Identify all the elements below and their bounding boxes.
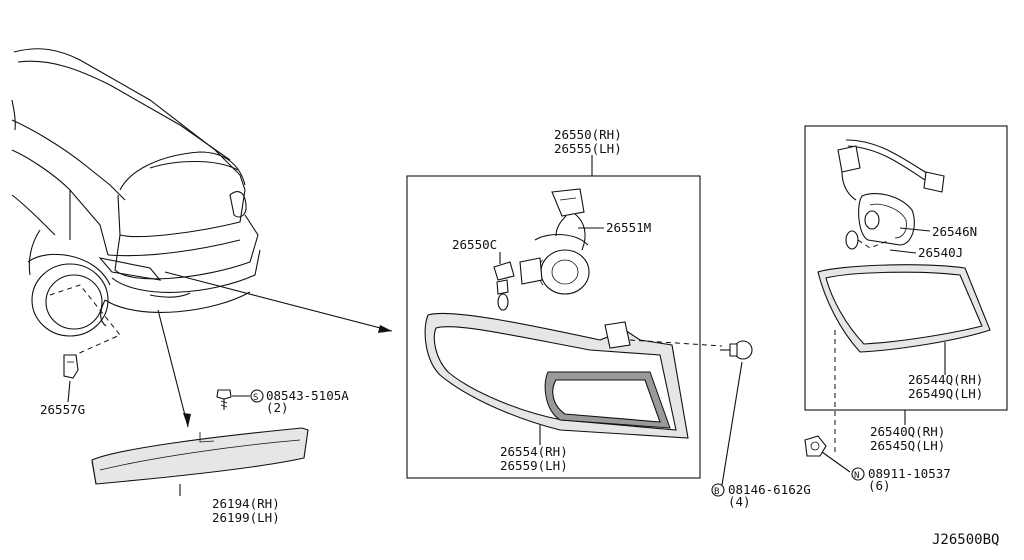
- prefix-circle-n: [851, 467, 865, 481]
- prefix-n: N: [854, 471, 859, 481]
- label-26546n: 26546N: [932, 224, 977, 239]
- part-26551m-socket: [519, 188, 590, 295]
- callout-arrows: [157, 271, 393, 428]
- high-mount-lamp-box: [804, 125, 1008, 411]
- part-26194-reflector: [91, 427, 309, 485]
- label-26550: 26550(RH): [554, 127, 622, 142]
- label-26551m: 26551M: [606, 220, 651, 235]
- label-26194: 26194(RH): [212, 496, 280, 511]
- label-26559: 26559(LH): [500, 458, 568, 473]
- qty-08911: (6): [868, 478, 891, 493]
- qty-08146: (4): [728, 494, 751, 509]
- part-26554-lens: [424, 312, 689, 439]
- part-26546n-harness: [837, 139, 945, 246]
- label-26549q: 26549Q(LH): [908, 386, 983, 401]
- part-26557g-clip: [63, 354, 79, 379]
- label-08543: 08543-5105A: [266, 388, 349, 403]
- part-08146-bolt: [720, 340, 753, 360]
- label-26550c: 26550C: [452, 237, 497, 252]
- part-08911-nut: [804, 435, 851, 473]
- prefix-circle-s: [250, 389, 264, 403]
- label-26199: 26199(LH): [212, 510, 280, 525]
- part-26544q-lens: [817, 264, 991, 353]
- label-26557g: 26557G: [40, 402, 85, 417]
- prefix-s: S: [253, 393, 258, 403]
- label-08911: 08911-10537: [868, 466, 951, 481]
- part-26550c-bulb: [493, 261, 515, 311]
- label-26540j: 26540J: [918, 245, 963, 260]
- qty-08543: (2): [266, 400, 289, 415]
- label-26555: 26555(LH): [554, 141, 622, 156]
- vehicle-rear-illustration: [11, 48, 261, 356]
- label-26544q: 26544Q(RH): [908, 372, 983, 387]
- lamp-assembly-box: [406, 175, 701, 479]
- prefix-b: B: [714, 487, 719, 497]
- label-26540q: 26540Q(RH): [870, 424, 945, 439]
- leader-lines: [67, 227, 946, 496]
- label-26554: 26554(RH): [500, 444, 568, 459]
- diagram-code: J26500BQ: [932, 532, 999, 548]
- label-26545q: 26545Q(LH): [870, 438, 945, 453]
- prefix-circle-b: [711, 483, 725, 497]
- part-26540j-bulb: [845, 230, 891, 250]
- label-08146: 08146-6162G: [728, 482, 811, 497]
- part-08543-screw: [216, 389, 232, 410]
